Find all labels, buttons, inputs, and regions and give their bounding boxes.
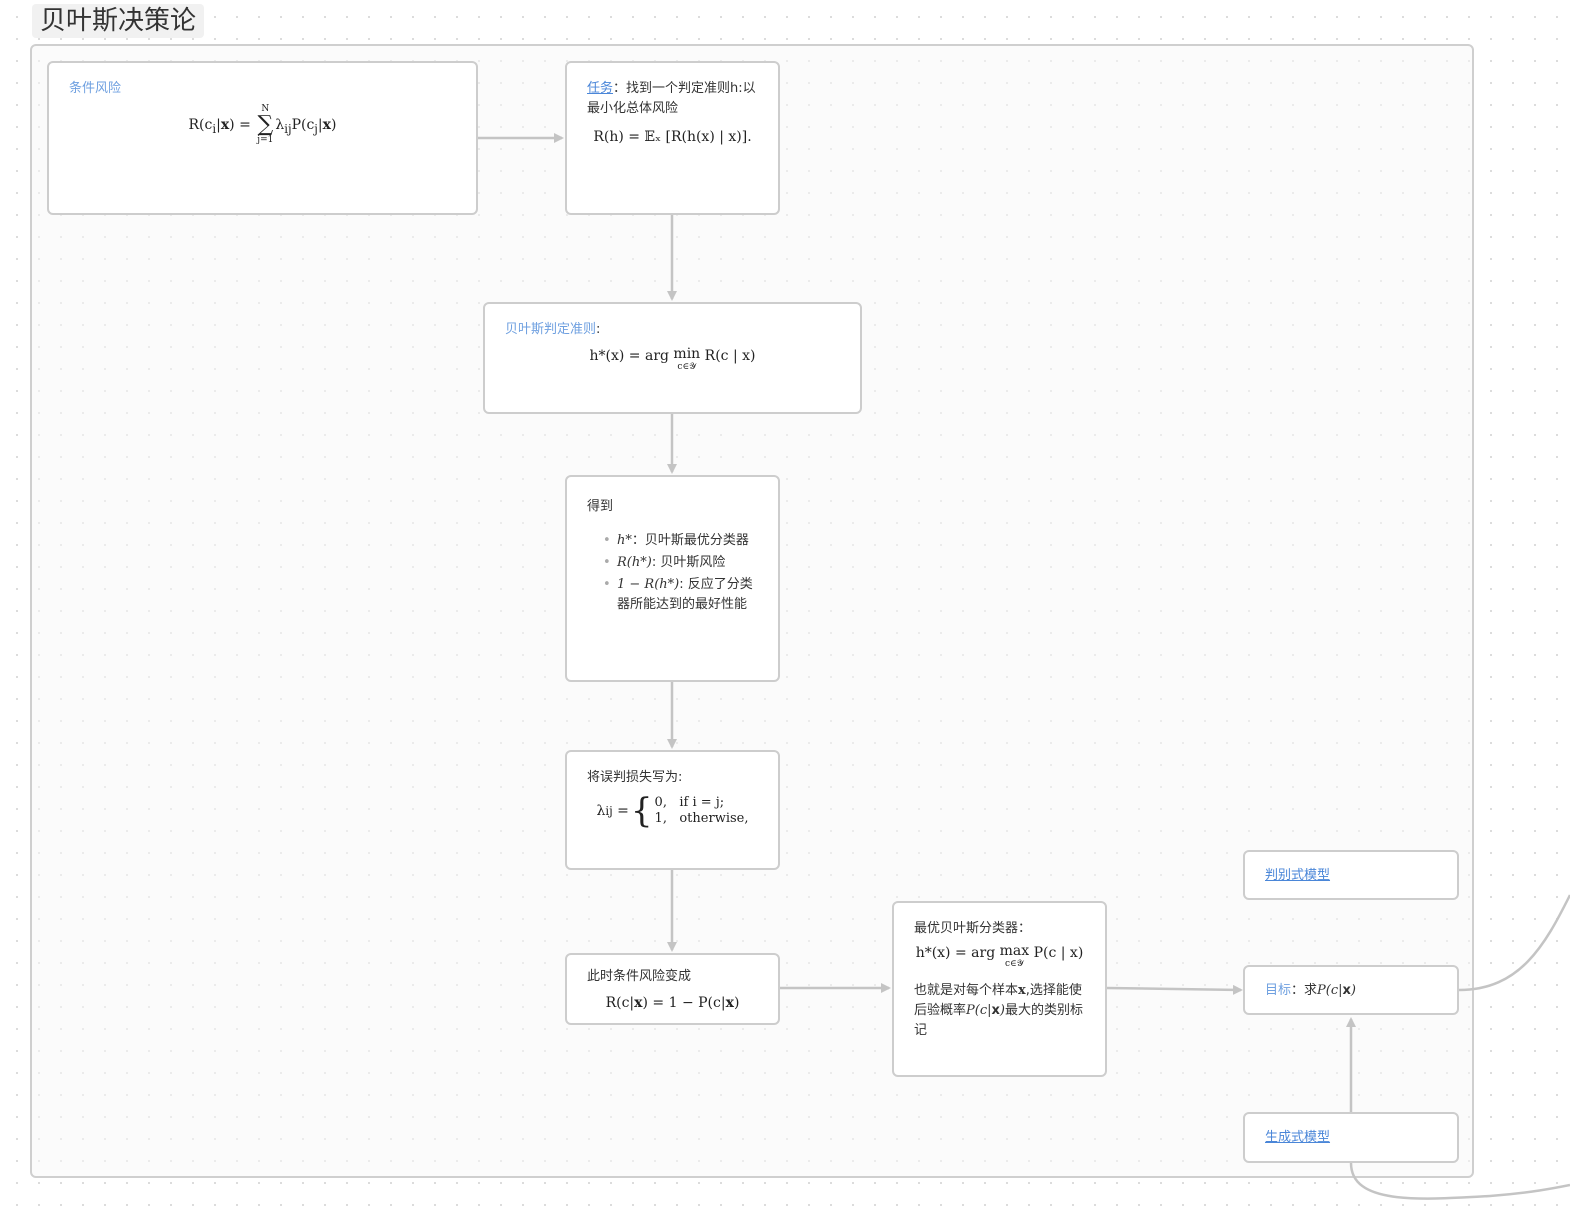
goal-bold-x: x (1342, 983, 1351, 998)
task-link[interactable]: 任务 (587, 81, 614, 96)
formula-sub: j (314, 121, 318, 136)
brace-symbol: { (630, 791, 653, 831)
discriminative-model-link[interactable]: 判别式模型 (1265, 868, 1331, 883)
goal-math: ) (1350, 983, 1356, 998)
item-text: ：贝叶斯最优分类器 (631, 533, 749, 548)
formula-sub: i (212, 121, 217, 136)
item-text: : 贝叶斯风险 (651, 555, 726, 570)
formula-part: ) (331, 117, 337, 133)
list-item: 1 − R(h*): 反应了分类器所能达到的最好性能 (603, 575, 758, 615)
item-math: R(h*) (617, 555, 652, 570)
desc-part: 最大的类别标记 (914, 1003, 1083, 1038)
node-task[interactable]: 任务：找到一个判定准则h:以最小化总体风险 R(h) = 𝔼ₓ [R(h(x) … (565, 61, 780, 215)
formula-part: R(c (188, 117, 213, 133)
operator: min (673, 346, 701, 362)
goal-text: ：求 (1291, 983, 1318, 998)
formula-part: R(c | x) (704, 348, 756, 364)
item-text: : 反应了分类器所能达到的最好性能 (617, 577, 753, 612)
obtain-list: h*：贝叶斯最优分类器 R(h*): 贝叶斯风险 1 − R(h*): 反应了分… (587, 531, 758, 615)
desc-bold-x: x (991, 1003, 1000, 1018)
formula-part: ) (733, 995, 740, 1011)
desc-math: P(c| (966, 1003, 992, 1018)
formula-part: = (617, 803, 629, 819)
title-suffix: : (596, 322, 601, 337)
edge-goal-offscreen (1458, 894, 1570, 992)
node-generative-model[interactable]: 生成式模型 (1243, 1112, 1459, 1163)
list-item: R(h*): 贝叶斯风险 (603, 553, 758, 573)
formula-sub: ij (605, 804, 613, 818)
formula-part: h*(x) = arg (589, 348, 669, 364)
operator: max (999, 943, 1030, 959)
formula-bold-x: x (634, 995, 643, 1011)
formula-bold-x: x (322, 117, 331, 133)
node-title: 贝叶斯判定准则 (505, 322, 597, 337)
desc-math: ) (999, 1003, 1005, 1018)
desc-part: 也就是对每个样本 (914, 983, 1019, 998)
goal-math: P(c| (1317, 983, 1343, 998)
optimal-description: 也就是对每个样本x,选择能使后验概率P(c|x)最大的类别标记 (914, 981, 1085, 1041)
formula-part: P(c | x) (1033, 945, 1084, 961)
formula-bold-x: x (725, 995, 734, 1011)
formula-sub: ij (284, 121, 292, 136)
risk-now-formula: R(c|x) = 1 − P(c|x) (587, 993, 758, 1013)
node-title-row: 贝叶斯判定准则: (505, 320, 840, 340)
case-condition: if i = j; (679, 795, 725, 810)
formula-part: λ (275, 117, 285, 133)
operator-sub: c∈𝒴 (677, 362, 697, 372)
cases: 0, if i = j; 1, otherwise, (655, 795, 749, 827)
formula-part: h*(x) = arg (915, 945, 996, 961)
node-title: 得到 (587, 499, 614, 514)
node-discriminative-model[interactable]: 判别式模型 (1243, 850, 1459, 900)
node-title: 条件风险 (69, 81, 122, 96)
formula-part: ) = (229, 117, 251, 133)
case-value: 0, (654, 795, 667, 810)
generative-model-link[interactable]: 生成式模型 (1265, 1130, 1331, 1145)
case-condition: otherwise, (679, 811, 749, 826)
desc-part: ,选择能使后验概率 (914, 983, 1082, 1018)
edge-generative-offscreen (1349, 1162, 1570, 1200)
node-obtain[interactable]: 得到 h*：贝叶斯最优分类器 R(h*): 贝叶斯风险 1 − R(h*): 反… (565, 475, 780, 682)
node-risk-now[interactable]: 此时条件风险变成 R(c|x) = 1 − P(c|x) (565, 953, 780, 1025)
sum-operator: N ∑ j=1 (257, 105, 273, 145)
edge-optimal-goal (1106, 984, 1243, 995)
node-goal[interactable]: 目标：求P(c|x) (1243, 965, 1459, 1015)
list-item: h*：贝叶斯最优分类器 (603, 531, 758, 551)
sum-upper: N (261, 104, 270, 114)
task-text: 任务：找到一个判定准则h:以最小化总体风险 (587, 79, 758, 119)
node-title: 将误判损失写为: (587, 770, 683, 785)
node-title: 最优贝叶斯分类器： (914, 921, 1032, 936)
node-title: 此时条件风险变成 (587, 969, 692, 984)
formula-part: λ (596, 803, 606, 819)
group-title: 贝叶斯决策论 (32, 4, 205, 38)
desc-bold-x: x (1018, 983, 1026, 998)
task-formula: R(h) = 𝔼ₓ [R(h(x) | x)]. (593, 129, 752, 145)
node-conditional-risk[interactable]: 条件风险 R(ci|x) = N ∑ j=1 λijP(cj|x) (47, 61, 478, 215)
formula-bold-x: x (220, 117, 230, 133)
conditional-risk-formula: R(ci|x) = N ∑ j=1 λijP(cj|x) (188, 104, 337, 145)
sigma-symbol: ∑ (257, 112, 274, 137)
formula-part: R(c| (605, 995, 635, 1011)
formula-part: ) = 1 − P(c| (642, 995, 726, 1011)
item-math: 1 − R(h*) (617, 577, 680, 592)
item-math: h* (617, 533, 632, 548)
goal-label: 目标 (1265, 983, 1292, 998)
task-description: ：找到一个判定准则h:以最小化总体风险 (587, 81, 756, 116)
operator-sub: c∈𝒴 (1004, 959, 1024, 969)
sum-lower: j=1 (257, 135, 274, 145)
formula-part: P(c (291, 117, 315, 133)
case-value: 1, (654, 811, 667, 826)
